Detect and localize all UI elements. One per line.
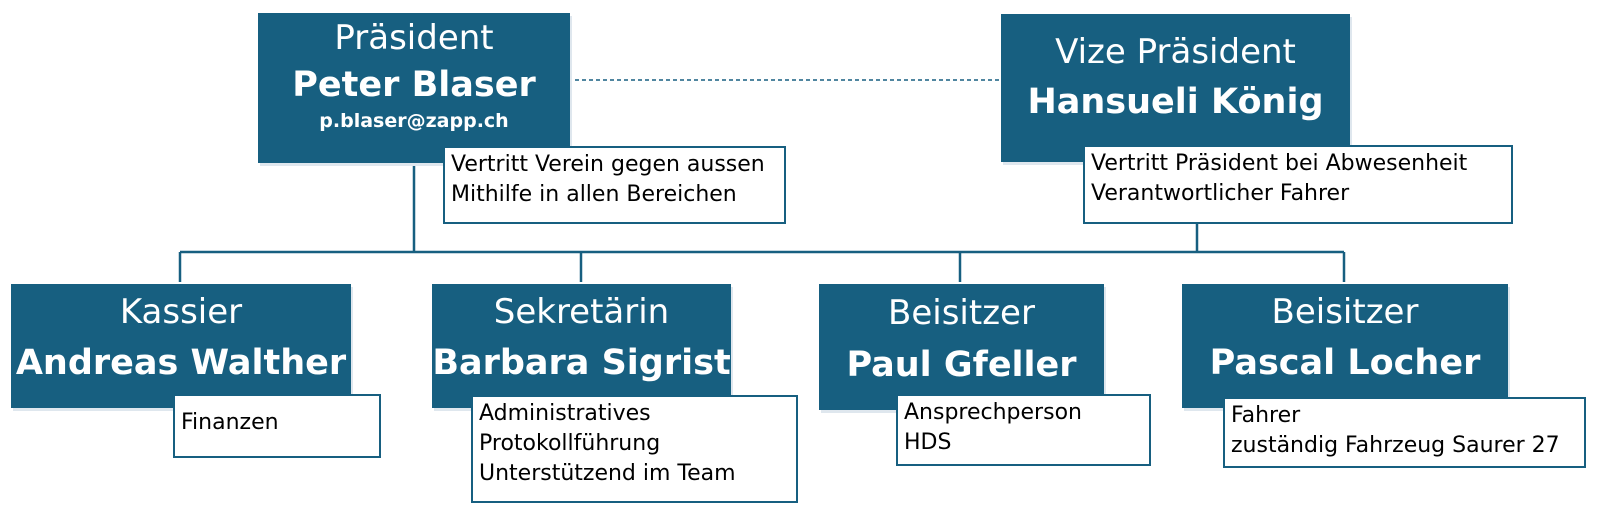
sekretaerin-name: Barbara Sigrist <box>432 343 731 383</box>
sekretaerin-duty-3: Unterstützend im Team <box>479 461 736 486</box>
beisitzer-paul-duty-2: HDS <box>904 430 952 455</box>
president-box: Präsident Peter Blaser p.blaser@zapp.ch <box>258 13 570 163</box>
beisitzer-pascal-duty-1: Fahrer <box>1231 403 1301 428</box>
president-duty-1: Vertritt Verein gegen aussen <box>451 152 765 177</box>
kassier-name: Andreas Walther <box>15 343 347 383</box>
president-name: Peter Blaser <box>292 65 536 105</box>
beisitzer-pascal-name: Pascal Locher <box>1209 343 1481 383</box>
kassier-role: Kassier <box>119 292 243 332</box>
beisitzer-pascal-duty-2: zuständig Fahrzeug Saurer 27 <box>1231 433 1560 458</box>
beisitzer-pascal-box: Beisitzer Pascal Locher <box>1182 284 1508 408</box>
beisitzer-paul-role: Beisitzer <box>888 293 1035 333</box>
sekretaerin-box: Sekretärin Barbara Sigrist <box>432 284 731 408</box>
president-role: Präsident <box>334 18 494 58</box>
vice-president-role: Vize Präsident <box>1055 32 1296 72</box>
president-duty-2: Mithilfe in allen Bereichen <box>451 182 737 207</box>
beisitzer-paul-duty-1: Ansprechperson <box>904 400 1082 425</box>
kassier-duty-1: Finanzen <box>181 410 279 435</box>
kassier-duties: Finanzen <box>173 394 381 458</box>
sekretaerin-duties: Administratives Protokollführung Unterst… <box>471 395 798 503</box>
beisitzer-paul-name: Paul Gfeller <box>846 345 1077 385</box>
sekretaerin-duty-1: Administratives <box>479 401 651 426</box>
kassier-box: Kassier Andreas Walther <box>11 284 351 408</box>
beisitzer-pascal-role: Beisitzer <box>1271 292 1419 332</box>
beisitzer-pascal-duties: Fahrer zuständig Fahrzeug Saurer 27 <box>1223 397 1586 468</box>
president-duties: Vertritt Verein gegen aussen Mithilfe in… <box>443 146 786 224</box>
beisitzer-paul-box: Beisitzer Paul Gfeller <box>819 284 1104 410</box>
sekretaerin-duty-2: Protokollführung <box>479 431 661 456</box>
vice-president-duty-2: Verantwortlicher Fahrer <box>1091 181 1350 206</box>
president-email: p.blaser@zapp.ch <box>319 110 509 132</box>
beisitzer-paul-duties: Ansprechperson HDS <box>896 394 1151 466</box>
vice-president-name: Hansueli König <box>1027 82 1324 122</box>
sekretaerin-role: Sekretärin <box>493 292 670 332</box>
vice-president-box: Vize Präsident Hansueli König <box>1001 14 1350 162</box>
vice-president-duties: Vertritt Präsident bei Abwesenheit Veran… <box>1083 145 1513 224</box>
vice-president-duty-1: Vertritt Präsident bei Abwesenheit <box>1091 151 1468 176</box>
